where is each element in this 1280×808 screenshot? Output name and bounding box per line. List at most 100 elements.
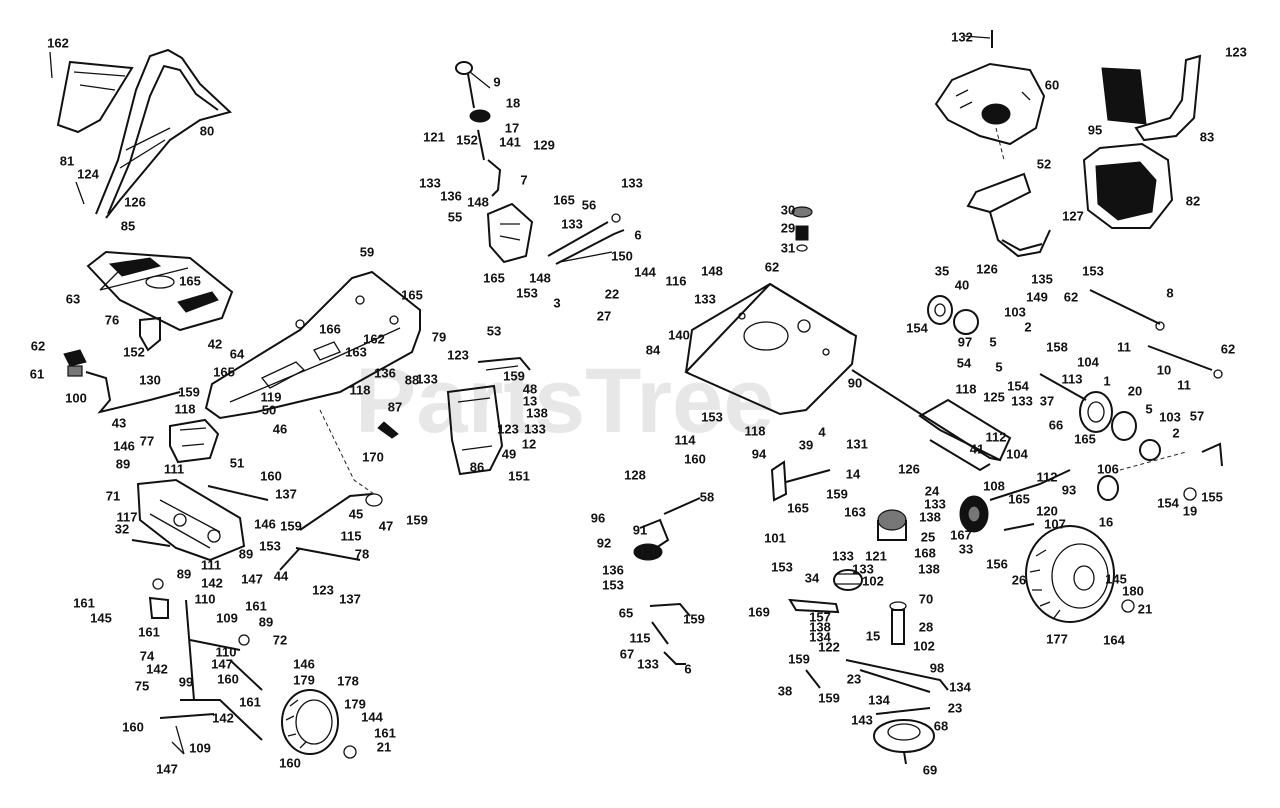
callout-77: 77 (140, 433, 154, 448)
callout-51: 51 (230, 455, 244, 470)
callout-89: 89 (116, 456, 130, 471)
axle-frame (851, 369, 1012, 472)
callout-53: 53 (487, 323, 501, 338)
callout-165: 165 (553, 192, 575, 207)
callout-137: 137 (275, 486, 297, 501)
callout-147: 147 (241, 571, 263, 586)
callout-164: 164 (1103, 632, 1125, 647)
callout-5: 5 (995, 359, 1002, 374)
callout-87: 87 (388, 399, 402, 414)
callout-129: 129 (533, 137, 555, 152)
callout-46: 46 (273, 421, 287, 436)
callout-122: 122 (818, 639, 840, 654)
linkage-rods-left (279, 409, 383, 571)
shaft-28 (889, 601, 907, 645)
idler-pulley-92 (633, 497, 701, 561)
callout-68: 68 (934, 718, 948, 733)
callout-133: 133 (419, 175, 441, 190)
callout-133: 133 (561, 216, 583, 231)
callout-134: 134 (809, 629, 831, 644)
callout-6: 6 (634, 227, 641, 242)
right-wheel (1025, 525, 1135, 623)
watermark: PartsTree (355, 350, 774, 452)
callout-124: 124 (77, 166, 99, 181)
callout-148: 148 (467, 194, 489, 209)
callout-111: 111 (201, 557, 221, 572)
callout-104: 104 (1077, 354, 1099, 369)
callout-47: 47 (379, 518, 393, 533)
callout-160: 160 (122, 719, 144, 734)
callout-99: 99 (179, 674, 193, 689)
callout-149: 149 (1026, 289, 1048, 304)
callout-43: 43 (112, 415, 126, 430)
callout-133: 133 (416, 371, 438, 386)
callout-138: 138 (526, 405, 548, 420)
callout-97: 97 (958, 334, 972, 349)
spring-stack-29 (791, 206, 813, 252)
callout-153: 153 (1082, 263, 1104, 278)
callout-66: 66 (1049, 417, 1063, 432)
callout-37: 37 (1040, 393, 1054, 408)
callout-23: 23 (948, 700, 962, 715)
callout-38: 38 (778, 683, 792, 698)
callout-178: 178 (337, 673, 359, 688)
callout-115: 115 (630, 630, 651, 645)
callout-137: 137 (339, 591, 361, 606)
callout-123: 123 (312, 582, 334, 597)
callout-136: 136 (602, 562, 624, 577)
callout-153: 153 (701, 409, 723, 424)
callout-140: 140 (668, 327, 690, 342)
callout-159: 159 (406, 512, 428, 527)
control-lever (63, 316, 181, 414)
callout-103: 103 (1159, 409, 1181, 424)
callout-115: 115 (341, 528, 362, 543)
callout-26: 26 (1012, 572, 1026, 587)
callout-30: 30 (781, 202, 795, 217)
callout-152: 152 (123, 344, 145, 359)
callout-112: 112 (1037, 469, 1058, 484)
callout-134: 134 (949, 679, 971, 694)
callout-165: 165 (483, 270, 505, 285)
callout-70: 70 (919, 591, 933, 606)
callout-160: 160 (279, 755, 301, 770)
callout-121: 121 (423, 129, 445, 144)
callout-82: 82 (1186, 193, 1200, 208)
shield-plate (56, 60, 134, 134)
callout-165: 165 (401, 287, 423, 302)
callout-152: 152 (456, 132, 478, 147)
callout-103: 103 (1004, 304, 1026, 319)
callout-162: 162 (47, 35, 69, 50)
callout-154: 154 (906, 320, 928, 335)
callout-148: 148 (529, 270, 551, 285)
callout-126: 126 (124, 194, 146, 209)
callout-133: 133 (1011, 393, 1033, 408)
callout-146: 146 (113, 438, 135, 453)
callout-159: 159 (503, 368, 525, 383)
callout-42: 42 (208, 336, 222, 351)
callout-168: 168 (914, 545, 936, 560)
callout-155: 155 (1201, 489, 1223, 504)
callout-161: 161 (374, 725, 396, 740)
callout-133: 133 (621, 175, 643, 190)
cam-pulley-35 (927, 295, 979, 335)
axle-shaft-8 (1089, 289, 1223, 379)
callout-109: 109 (189, 740, 211, 755)
shift-knob-assembly (455, 61, 502, 197)
callout-131: 131 (846, 436, 868, 451)
callout-104: 104 (1006, 446, 1028, 461)
callout-142: 142 (146, 661, 168, 676)
callout-11: 11 (1117, 339, 1131, 354)
callout-161: 161 (245, 598, 267, 613)
callout-4: 4 (818, 424, 826, 439)
bracket-83 (1134, 54, 1202, 142)
callout-123: 123 (1225, 44, 1247, 59)
callout-136: 136 (440, 188, 462, 203)
pivot-link-94 (770, 460, 831, 502)
callout-135: 135 (1031, 271, 1053, 286)
callout-35: 35 (935, 263, 949, 278)
callout-159: 159 (788, 651, 810, 666)
callout-151: 151 (508, 468, 530, 483)
bracket-block (169, 418, 220, 464)
callout-160: 160 (217, 671, 239, 686)
callout-125: 125 (983, 389, 1005, 404)
